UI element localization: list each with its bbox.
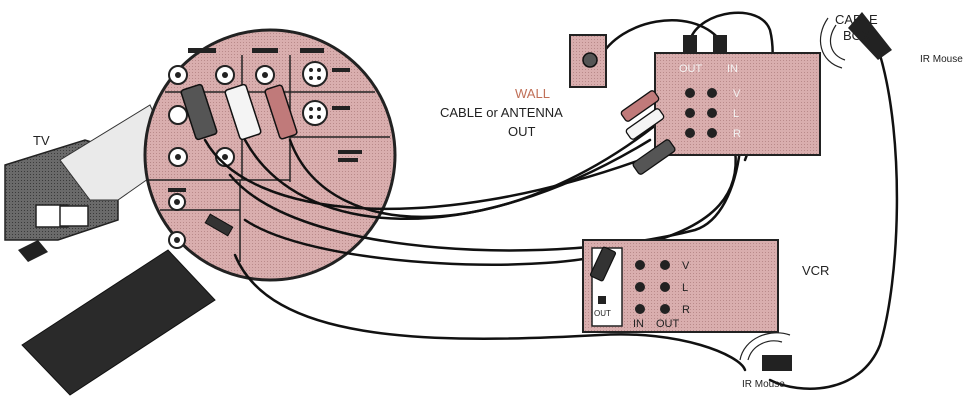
wall-outlet [569, 34, 607, 88]
ir-mouse-top [819, 12, 892, 69]
vcr-r-label: R [682, 304, 690, 316]
cable-box-in-label: IN [727, 63, 738, 75]
vcr-in-label: IN [633, 318, 644, 330]
vcr-out-label: OUT [656, 318, 680, 330]
vcr [582, 239, 779, 333]
ir-mouse-top-label: IR Mouse [920, 54, 963, 65]
vcr-label: VCR [802, 263, 829, 278]
cable-box-out-label: OUT [679, 63, 703, 75]
cable-box-label-line1: CABLE [835, 12, 878, 27]
ir-mouse-bottom-label: IR Mouse [742, 379, 785, 390]
cable-box-r-label: R [733, 128, 741, 140]
wall-label: WALL [515, 86, 550, 101]
vcr-l-label: L [682, 282, 688, 294]
cable-box-l-label: L [733, 108, 739, 120]
tv-label: TV [33, 133, 50, 148]
magnified-tv-panel [143, 28, 397, 282]
cable-box [620, 35, 821, 175]
vcr-out-left-label: OUT [594, 309, 611, 318]
magnifier-handle [21, 249, 216, 396]
wall-label-line3: OUT [508, 124, 536, 139]
cable-box-v-label: V [733, 88, 741, 100]
vcr-v-label: V [682, 260, 690, 272]
cables [203, 11, 899, 390]
cable-box-label-line2: BOX [843, 28, 871, 43]
wall-label-line2: CABLE or ANTENNA [440, 105, 563, 120]
ir-mouse-bottom [739, 332, 792, 371]
